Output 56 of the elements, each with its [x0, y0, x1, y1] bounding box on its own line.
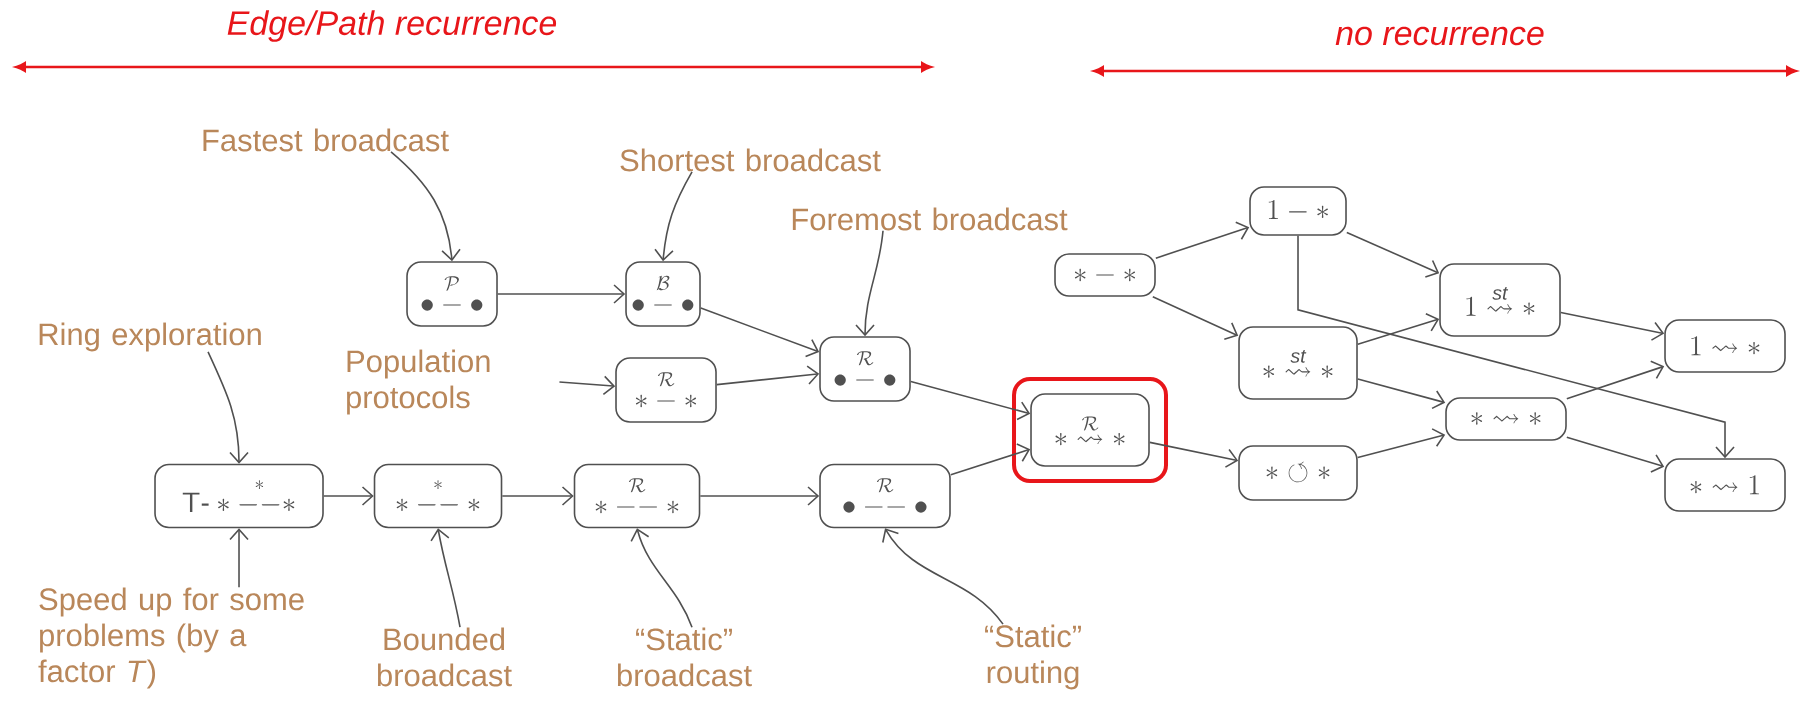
- arrow: [497, 284, 626, 304]
- arrow: [1357, 428, 1446, 459]
- arrow: [1297, 235, 1735, 459]
- arrow: [882, 528, 1004, 625]
- formula-box: $\ast-\ast$: [1054, 253, 1156, 297]
- arrow: [1357, 312, 1440, 346]
- arrow: [323, 486, 374, 506]
- arrow: [1357, 378, 1446, 410]
- formula-box: $1-\ast$: [1249, 186, 1347, 236]
- formula-box: $\ast\overset{\mathcal{R}}{-{}-}\ast$: [573, 463, 701, 529]
- formula-box: $\ast\overset{\mathcal{R}}{\rightsquigarrow}\ast$: [1030, 393, 1150, 467]
- formula-box: $\ast\rightsquigarrow\ast$: [1445, 397, 1567, 441]
- formula-box: $\bullet\overset{\mathcal{P}}{-}\bullet$: [406, 261, 498, 327]
- topic-label: Fastest broadcast: [203, 128, 449, 152]
- formula-box: $\bullet\overset{\mathcal{B}}{-}\bullet$: [625, 261, 701, 327]
- section-title: no recurrence: [1335, 26, 1544, 46]
- arrow: [430, 528, 461, 628]
- topic-label: Bounded broadcast: [377, 627, 512, 687]
- arrow: [1155, 221, 1250, 259]
- arrow: [855, 230, 884, 337]
- arrow: [1152, 296, 1239, 341]
- formula-box: $\bullet\overset{\mathcal{R}}{-{}-}\bullet$: [819, 463, 951, 529]
- arrow: [910, 380, 1031, 421]
- arrow: [699, 486, 820, 506]
- topic-label: Ring exploration: [39, 322, 261, 352]
- formula-box: $\ast\circlearrowleft\ast$: [1238, 445, 1358, 501]
- arrow: [390, 151, 461, 262]
- arrow: [1560, 311, 1665, 341]
- topic-label: “Static” broadcast: [617, 627, 752, 687]
- section-title: Edge/Path recurrence: [227, 10, 557, 42]
- arrow: [950, 443, 1031, 476]
- formula-box: $\ast\overset{\ast}{-{}-}\ast$: [373, 463, 503, 529]
- arrow: [630, 528, 693, 628]
- arrow: [1566, 360, 1665, 400]
- arrow: [1566, 436, 1665, 473]
- arrow: [716, 365, 820, 386]
- topic-label: Shortest broadcast: [620, 148, 881, 172]
- topic-label: “Static” routing: [985, 624, 1081, 690]
- arrow: [1346, 231, 1440, 278]
- arrow: [654, 171, 693, 262]
- topic-label: Foremost broadcast: [792, 207, 1068, 231]
- formula-box: $\mathsf{T}\text{-}\ast\overset{\ast}{-{}-}\ast$: [154, 463, 324, 529]
- formula-box: $1\overset{\mathit{st}}{\rightsquigarrow}\ast$: [1439, 263, 1561, 337]
- topic-label: Speed up for some problems (by a factor T): [38, 587, 304, 689]
- formula-box: $\ast\rightsquigarrow 1$: [1664, 458, 1786, 512]
- arrow: [229, 528, 249, 588]
- arrow: [207, 351, 249, 464]
- arrow: [501, 486, 574, 506]
- topic-label: Population protocols: [347, 349, 490, 415]
- formula-box: $\bullet\overset{\mathcal{R}}{-}\bullet$: [819, 336, 911, 402]
- formula-box: $\ast\overset{\mathit{st}}{\rightsquigarrow}\ast$: [1238, 326, 1358, 400]
- arrow: [700, 307, 820, 358]
- formula-box: $1\rightsquigarrow\ast$: [1664, 319, 1786, 373]
- arrow: [1149, 441, 1239, 468]
- formula-box: $\ast\overset{\mathcal{R}}{-}\ast$: [615, 357, 717, 423]
- arrow: [558, 375, 616, 396]
